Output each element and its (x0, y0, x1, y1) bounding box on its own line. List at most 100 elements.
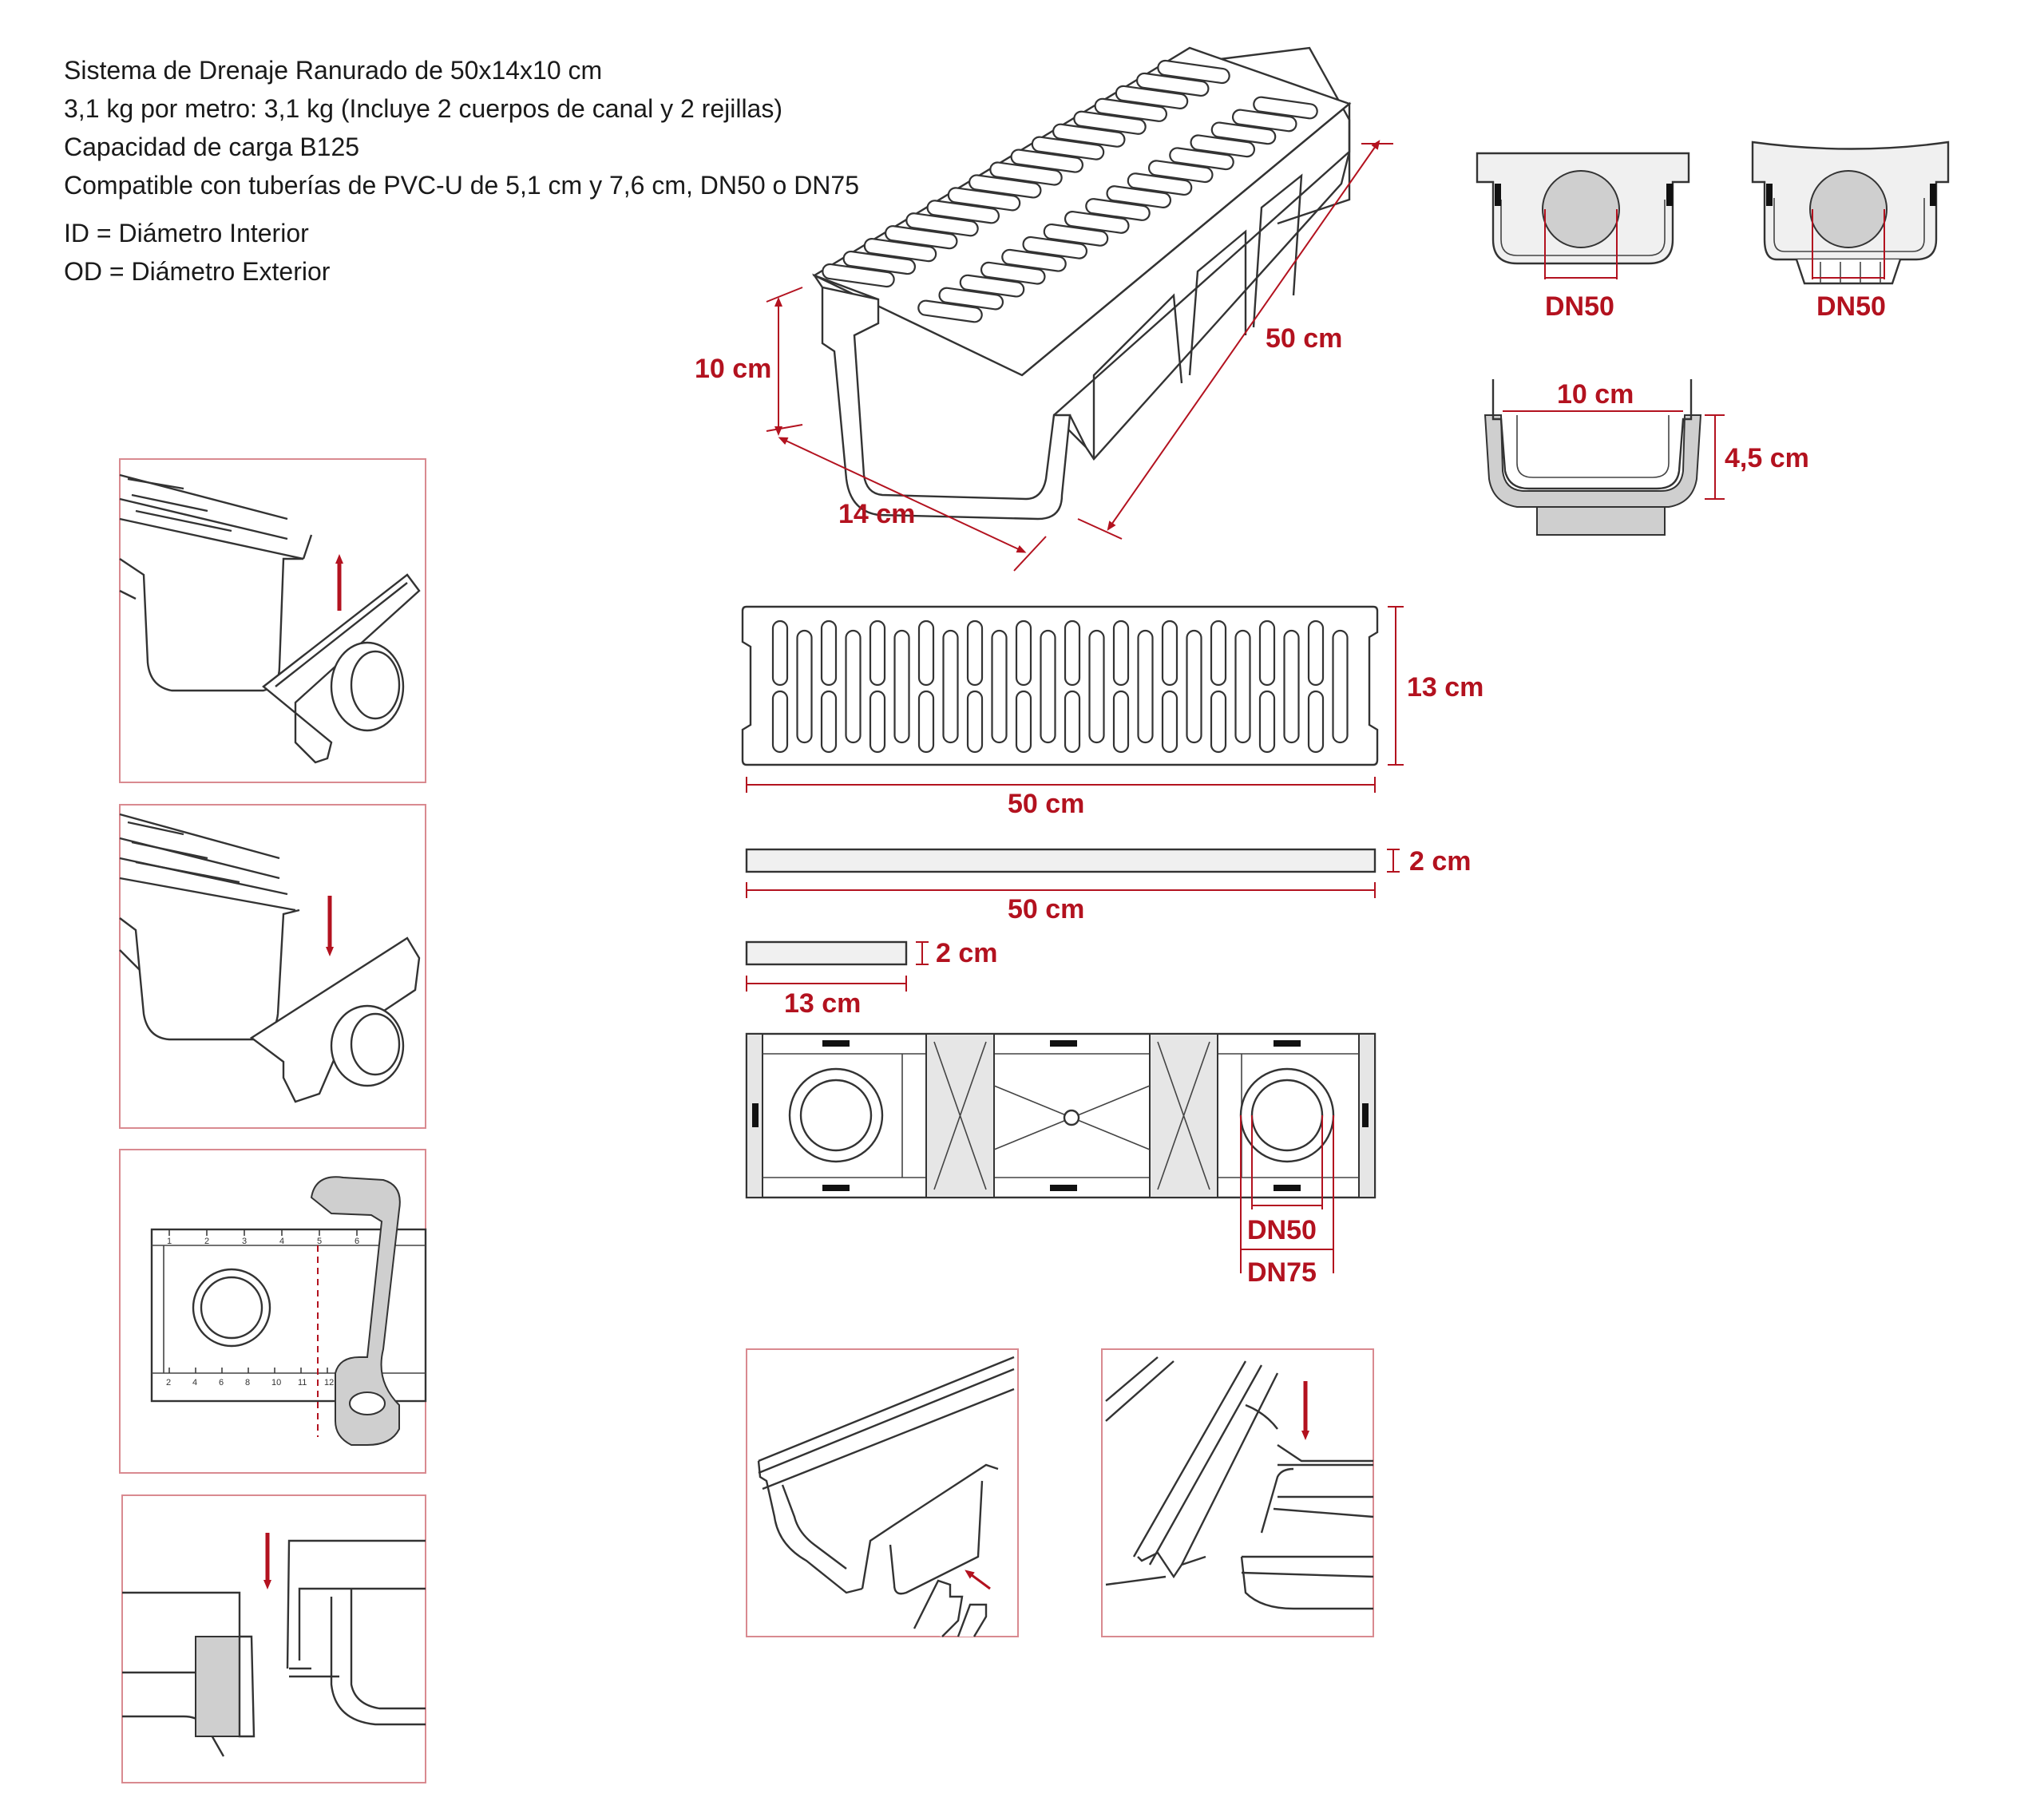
ruler-top-tick: 4 (279, 1237, 284, 1246)
grate-slot (1210, 620, 1227, 687)
cross-section-depth-label: 4,5 cm (1725, 443, 1809, 473)
iso-grate-slot (1136, 72, 1210, 97)
end-cap-right-label: DN50 (1816, 291, 1886, 322)
channel-bottom-view: DN50 DN75 (745, 1032, 1377, 1288)
bottom-view-outer-label: DN75 (1247, 1257, 1317, 1288)
grate-slot (1186, 629, 1202, 744)
grate-length-label: 50 cm (1008, 789, 1084, 819)
ruler-top-tick: 6 (355, 1237, 359, 1246)
grate-slot (1015, 690, 1032, 754)
grate-slot (1137, 629, 1154, 744)
grate-slot (1258, 620, 1276, 687)
ruler-bottom-tick: 2 (166, 1378, 171, 1387)
iso-grate-slot (959, 274, 1025, 298)
grate-slot (1112, 690, 1130, 754)
spec-load-class: Capacidad de carga B125 (64, 133, 360, 161)
spec-block: Sistema de Drenaje Ranurado de 50x14x10 … (64, 51, 1022, 291)
grate-slots (771, 620, 1349, 754)
grate-slot (966, 620, 984, 687)
iso-grate-slot (1231, 109, 1297, 133)
install-step-6 (1101, 1348, 1374, 1637)
iso-grate-slot (1010, 148, 1083, 173)
grate-slot (820, 690, 838, 754)
grate-slot (1332, 629, 1349, 744)
end-profile: 2 cm 13 cm (745, 938, 998, 1019)
iso-grate-slot (938, 287, 1004, 311)
install-step-2 (119, 804, 426, 1129)
grate-slot (893, 629, 910, 744)
ruler-bottom-tick: 4 (192, 1378, 197, 1387)
grate-slot (1258, 690, 1276, 754)
isometric-channel: 10 cm 14 cm 50 cm (695, 46, 1393, 572)
end-cap-right: DN50 (1751, 141, 1950, 322)
end-profile-width-label: 13 cm (784, 988, 861, 1019)
ruler-top-tick: 2 (204, 1237, 209, 1246)
ruler-bottom-tick: 6 (219, 1378, 224, 1387)
install-step-5 (746, 1348, 1019, 1637)
ruler-bottom-tick: 12 (324, 1378, 334, 1387)
iso-grate-slot (1031, 136, 1105, 160)
spec-od-definition: OD = Diámetro Exterior (64, 257, 331, 286)
iso-grate-slot (885, 225, 958, 250)
grate-slot (796, 629, 813, 744)
grate-slot (1064, 690, 1081, 754)
cross-section-width-label: 10 cm (1557, 379, 1634, 410)
iso-grate-slot (1022, 236, 1088, 259)
grate-slot (845, 629, 862, 744)
iso-grate-slot (1157, 59, 1230, 85)
grate-slot (771, 690, 789, 754)
iso-grate-slot (822, 263, 895, 288)
install-step-3: 1234567 246810111213 (119, 1149, 427, 1474)
grate-slot (1283, 629, 1300, 744)
grate-slot (1040, 629, 1056, 744)
iso-grate-slot (980, 261, 1046, 285)
iso-grate-slot (1115, 85, 1189, 109)
ruler-top-tick: 5 (317, 1237, 322, 1246)
grate-slot (917, 690, 935, 754)
grate-slot (1210, 690, 1227, 754)
end-cap-left: DN50 (1476, 152, 1690, 322)
iso-grate-slot (926, 200, 1000, 224)
grate-slot (1234, 629, 1251, 744)
channel-width-label: 14 cm (838, 499, 915, 529)
ruler-top-tick: 1 (167, 1237, 172, 1246)
iso-grate-slot (905, 212, 979, 237)
install-step-1 (119, 458, 426, 783)
end-cap-left-label: DN50 (1545, 291, 1614, 322)
iso-grate-slot (1253, 96, 1318, 120)
cross-section: 10 cm 4,5 cm (1483, 379, 1809, 536)
grate-slot (771, 620, 789, 687)
iso-grate-slot (947, 187, 1021, 212)
spec-title: Sistema de Drenaje Ranurado de 50x14x10 … (64, 56, 603, 85)
iso-grate-slot (989, 161, 1063, 186)
ruler-top-tick: 3 (242, 1237, 247, 1246)
grate-slot (869, 620, 886, 687)
grate-slot (1015, 620, 1032, 687)
iso-grate-slot (1001, 248, 1067, 272)
grate-slot (820, 620, 838, 687)
grate-slot (1088, 629, 1105, 744)
side-profile: 2 cm 50 cm (745, 846, 1472, 924)
grate-slot (917, 620, 935, 687)
grate-slot (1307, 690, 1325, 754)
iso-grate-slot (863, 238, 937, 263)
spec-weight: 3,1 kg por metro: 3,1 kg (Incluye 2 cuer… (64, 94, 782, 123)
iso-grate-slot (842, 250, 916, 275)
grate-slot (966, 690, 984, 754)
end-profile-thickness-label: 2 cm (936, 938, 998, 968)
ruler-bottom-tick: 8 (245, 1378, 250, 1387)
bottom-view-inner-label: DN50 (1247, 1215, 1317, 1245)
iso-grate-slot (1094, 97, 1167, 122)
side-profile-thickness-label: 2 cm (1409, 846, 1472, 877)
grate-slot (1064, 620, 1081, 687)
iso-grate-slot (969, 174, 1042, 199)
side-profile-length-label: 50 cm (1008, 894, 1084, 924)
channel-length-label: 50 cm (1266, 323, 1342, 354)
channel-height-label: 10 cm (695, 354, 771, 384)
iso-grate-slot (1073, 110, 1147, 135)
grate-height-label: 13 cm (1407, 672, 1483, 703)
spec-id-definition: ID = Diámetro Interior (64, 219, 309, 247)
ruler-bottom-tick: 11 (298, 1378, 307, 1387)
spec-compatibility: Compatible con tuberías de PVC-U de 5,1 … (64, 171, 859, 200)
